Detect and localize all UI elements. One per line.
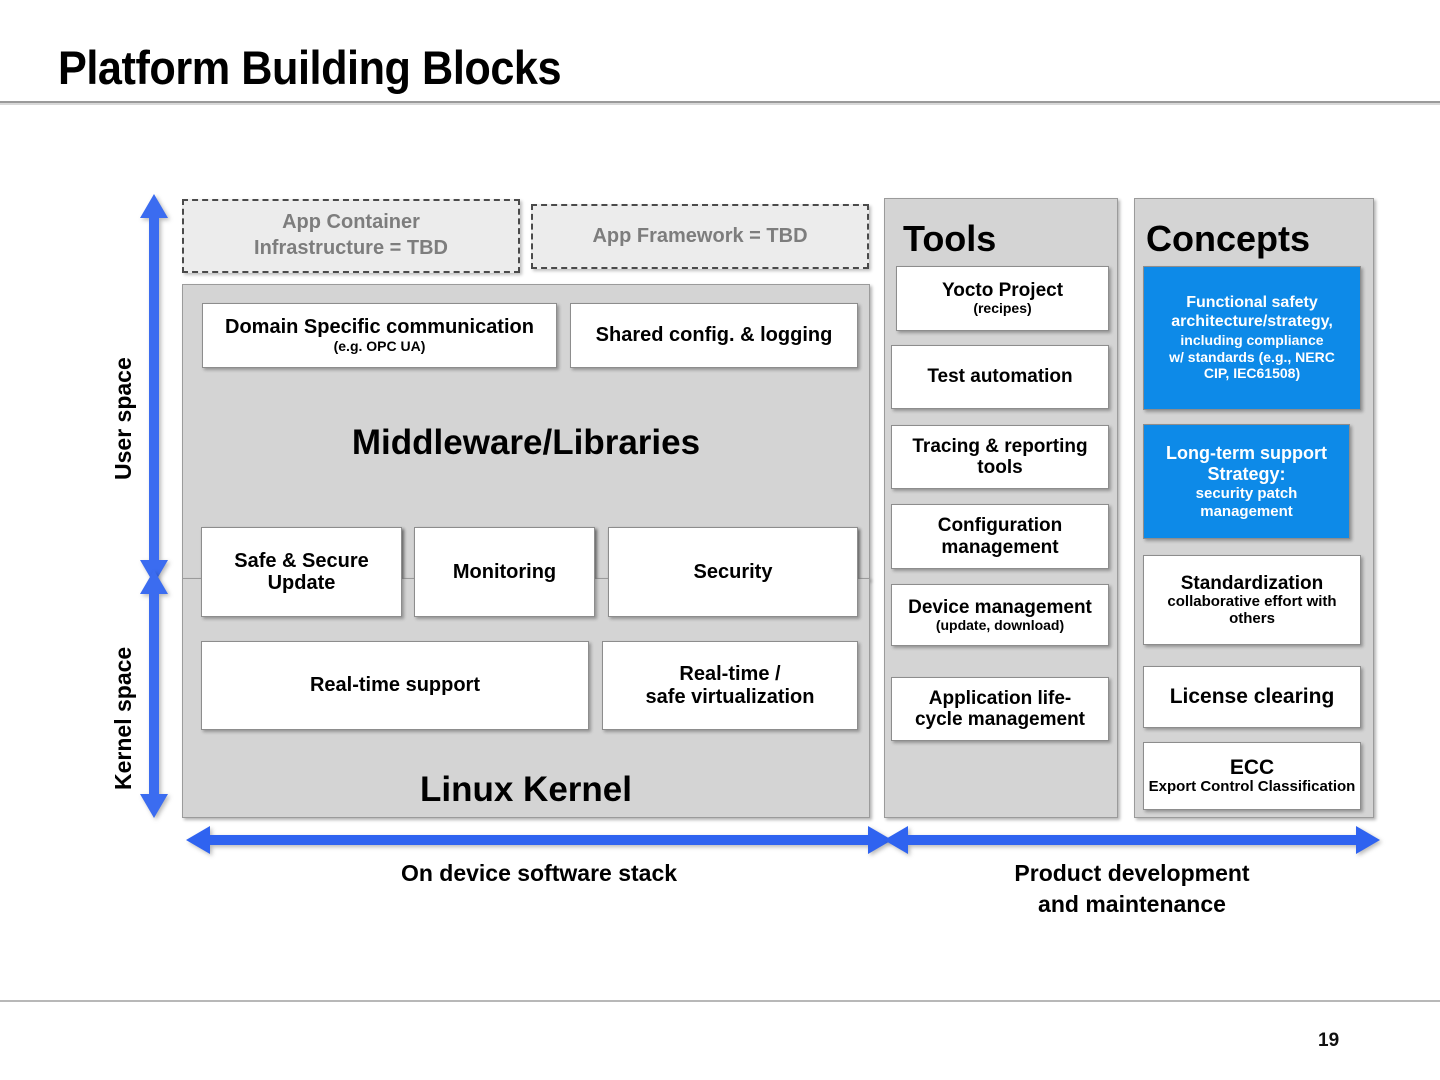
- monitoring-box-overlay[interactable]: Monitoring: [414, 527, 595, 617]
- tools-item-tracing-reporting[interactable]: Tracing & reporting tools: [891, 425, 1109, 489]
- domain-specific-communication-box[interactable]: Domain Specific communication (e.g. OPC …: [202, 303, 557, 368]
- concepts-item-ecc[interactable]: ECC Export Control Classification: [1143, 742, 1361, 810]
- on-device-software-stack-label: On device software stack: [400, 860, 678, 886]
- concepts-fs-line3: including compliance: [1180, 332, 1324, 349]
- concepts-std-line2: collaborative effort with: [1167, 592, 1337, 610]
- domain-comm-line2: (e.g. OPC UA): [333, 337, 426, 354]
- product-development-line1: Product development: [1014, 860, 1250, 886]
- tools-item-test-automation[interactable]: Test automation: [891, 345, 1109, 409]
- domain-comm-line1: Domain Specific communication: [225, 316, 534, 339]
- safe-update-overlay-line1: Safe & Secure: [234, 549, 369, 572]
- concepts-ecc-line1: ECC: [1229, 755, 1275, 779]
- concepts-lts-line4: management: [1200, 502, 1293, 520]
- real-time-support-box[interactable]: Real-time support: [201, 641, 589, 730]
- app-container-infrastructure-box[interactable]: App Container Infrastructure = TBD: [182, 199, 520, 273]
- middleware-libraries-title: Middleware/Libraries: [351, 423, 701, 462]
- concepts-item-license-clearing[interactable]: License clearing: [1143, 666, 1361, 728]
- user-space-arrow: [140, 194, 168, 584]
- concepts-lic-line1: License clearing: [1169, 685, 1335, 709]
- tools-tracing-line1: Tracing & reporting: [912, 435, 1088, 457]
- tools-yocto-line2: (recipes): [973, 300, 1032, 317]
- tools-config-line1: Configuration: [937, 515, 1063, 537]
- concepts-lts-line2: Strategy:: [1207, 463, 1286, 484]
- tools-device-line2: (update, download): [935, 616, 1065, 633]
- on-device-software-stack-arrow: [186, 826, 892, 854]
- security-overlay-line1: Security: [693, 560, 773, 583]
- concepts-lts-line1: Long-term support: [1166, 442, 1327, 463]
- tools-item-application-lifecycle[interactable]: Application life- cycle management: [891, 677, 1109, 741]
- rt-virt-line2: safe virtualization: [645, 685, 815, 708]
- tools-item-yocto-project[interactable]: Yocto Project (recipes): [896, 266, 1109, 331]
- tools-config-line2: management: [941, 536, 1059, 558]
- kernel-space-arrow: [140, 570, 168, 818]
- concepts-fs-line1: Functional safety: [1186, 294, 1318, 312]
- product-development-label: Product development and maintenance: [884, 858, 1380, 920]
- concepts-panel-title: Concepts: [1146, 218, 1311, 259]
- shared-config-logging-box[interactable]: Shared config. & logging: [570, 303, 858, 368]
- rt-virt-line1: Real-time /: [679, 663, 781, 686]
- concepts-fs-line5: CIP, IEC61508): [1203, 365, 1301, 382]
- tools-panel-title: Tools: [903, 218, 997, 259]
- shared-config-line1: Shared config. & logging: [595, 324, 833, 347]
- linux-kernel-title: Linux Kernel: [420, 770, 632, 809]
- security-box-overlay[interactable]: Security: [608, 527, 858, 617]
- concepts-item-functional-safety[interactable]: Functional safety architecture/strategy,…: [1143, 266, 1361, 410]
- tools-item-configuration-management[interactable]: Configuration management: [891, 504, 1109, 569]
- concepts-fs-line4: w/ standards (e.g., NERC: [1169, 348, 1335, 365]
- concepts-fs-line2: architecture/strategy,: [1171, 313, 1333, 331]
- app-container-line1: App Container: [282, 211, 420, 234]
- safe-update-overlay-line2: Update: [267, 572, 336, 594]
- product-development-arrow: [884, 826, 1380, 854]
- tools-item-device-management[interactable]: Device management (update, download): [891, 584, 1109, 646]
- footer-divider: [0, 1000, 1440, 1002]
- app-container-line2: Infrastructure = TBD: [254, 237, 448, 259]
- tools-tracing-line2: tools: [977, 457, 1023, 478]
- tools-test-line1: Test automation: [927, 366, 1073, 388]
- tools-alm-line2: cycle management: [914, 709, 1086, 730]
- product-development-line2: and maintenance: [1038, 891, 1226, 918]
- concepts-std-line1: Standardization: [1180, 572, 1324, 594]
- concepts-std-line3: others: [1229, 609, 1275, 627]
- title-divider: [0, 101, 1440, 105]
- monitoring-overlay-line1: Monitoring: [452, 560, 557, 583]
- tools-alm-line1: Application life-: [928, 687, 1072, 709]
- kernel-space-label: Kernel space: [110, 646, 136, 790]
- safe-secure-update-box-overlay[interactable]: Safe & Secure Update: [201, 527, 402, 617]
- tools-device-line1: Device management: [908, 596, 1092, 618]
- concepts-ecc-line2: Export Control Classification: [1148, 778, 1356, 796]
- page-number: 19: [1318, 1030, 1340, 1051]
- concepts-item-long-term-support[interactable]: Long-term support Strategy: security pat…: [1143, 424, 1350, 539]
- app-framework-box[interactable]: App Framework = TBD: [531, 204, 869, 269]
- app-framework-line1: App Framework = TBD: [592, 224, 808, 247]
- page-title: Platform Building Blocks: [58, 41, 562, 94]
- concepts-item-standardization[interactable]: Standardization collaborative effort wit…: [1143, 555, 1361, 645]
- concepts-lts-line3: security patch: [1195, 485, 1298, 503]
- real-time-safe-virtualization-box[interactable]: Real-time / safe virtualization: [602, 641, 858, 730]
- tools-yocto-line1: Yocto Project: [941, 280, 1064, 302]
- rt-support-line1: Real-time support: [309, 674, 481, 697]
